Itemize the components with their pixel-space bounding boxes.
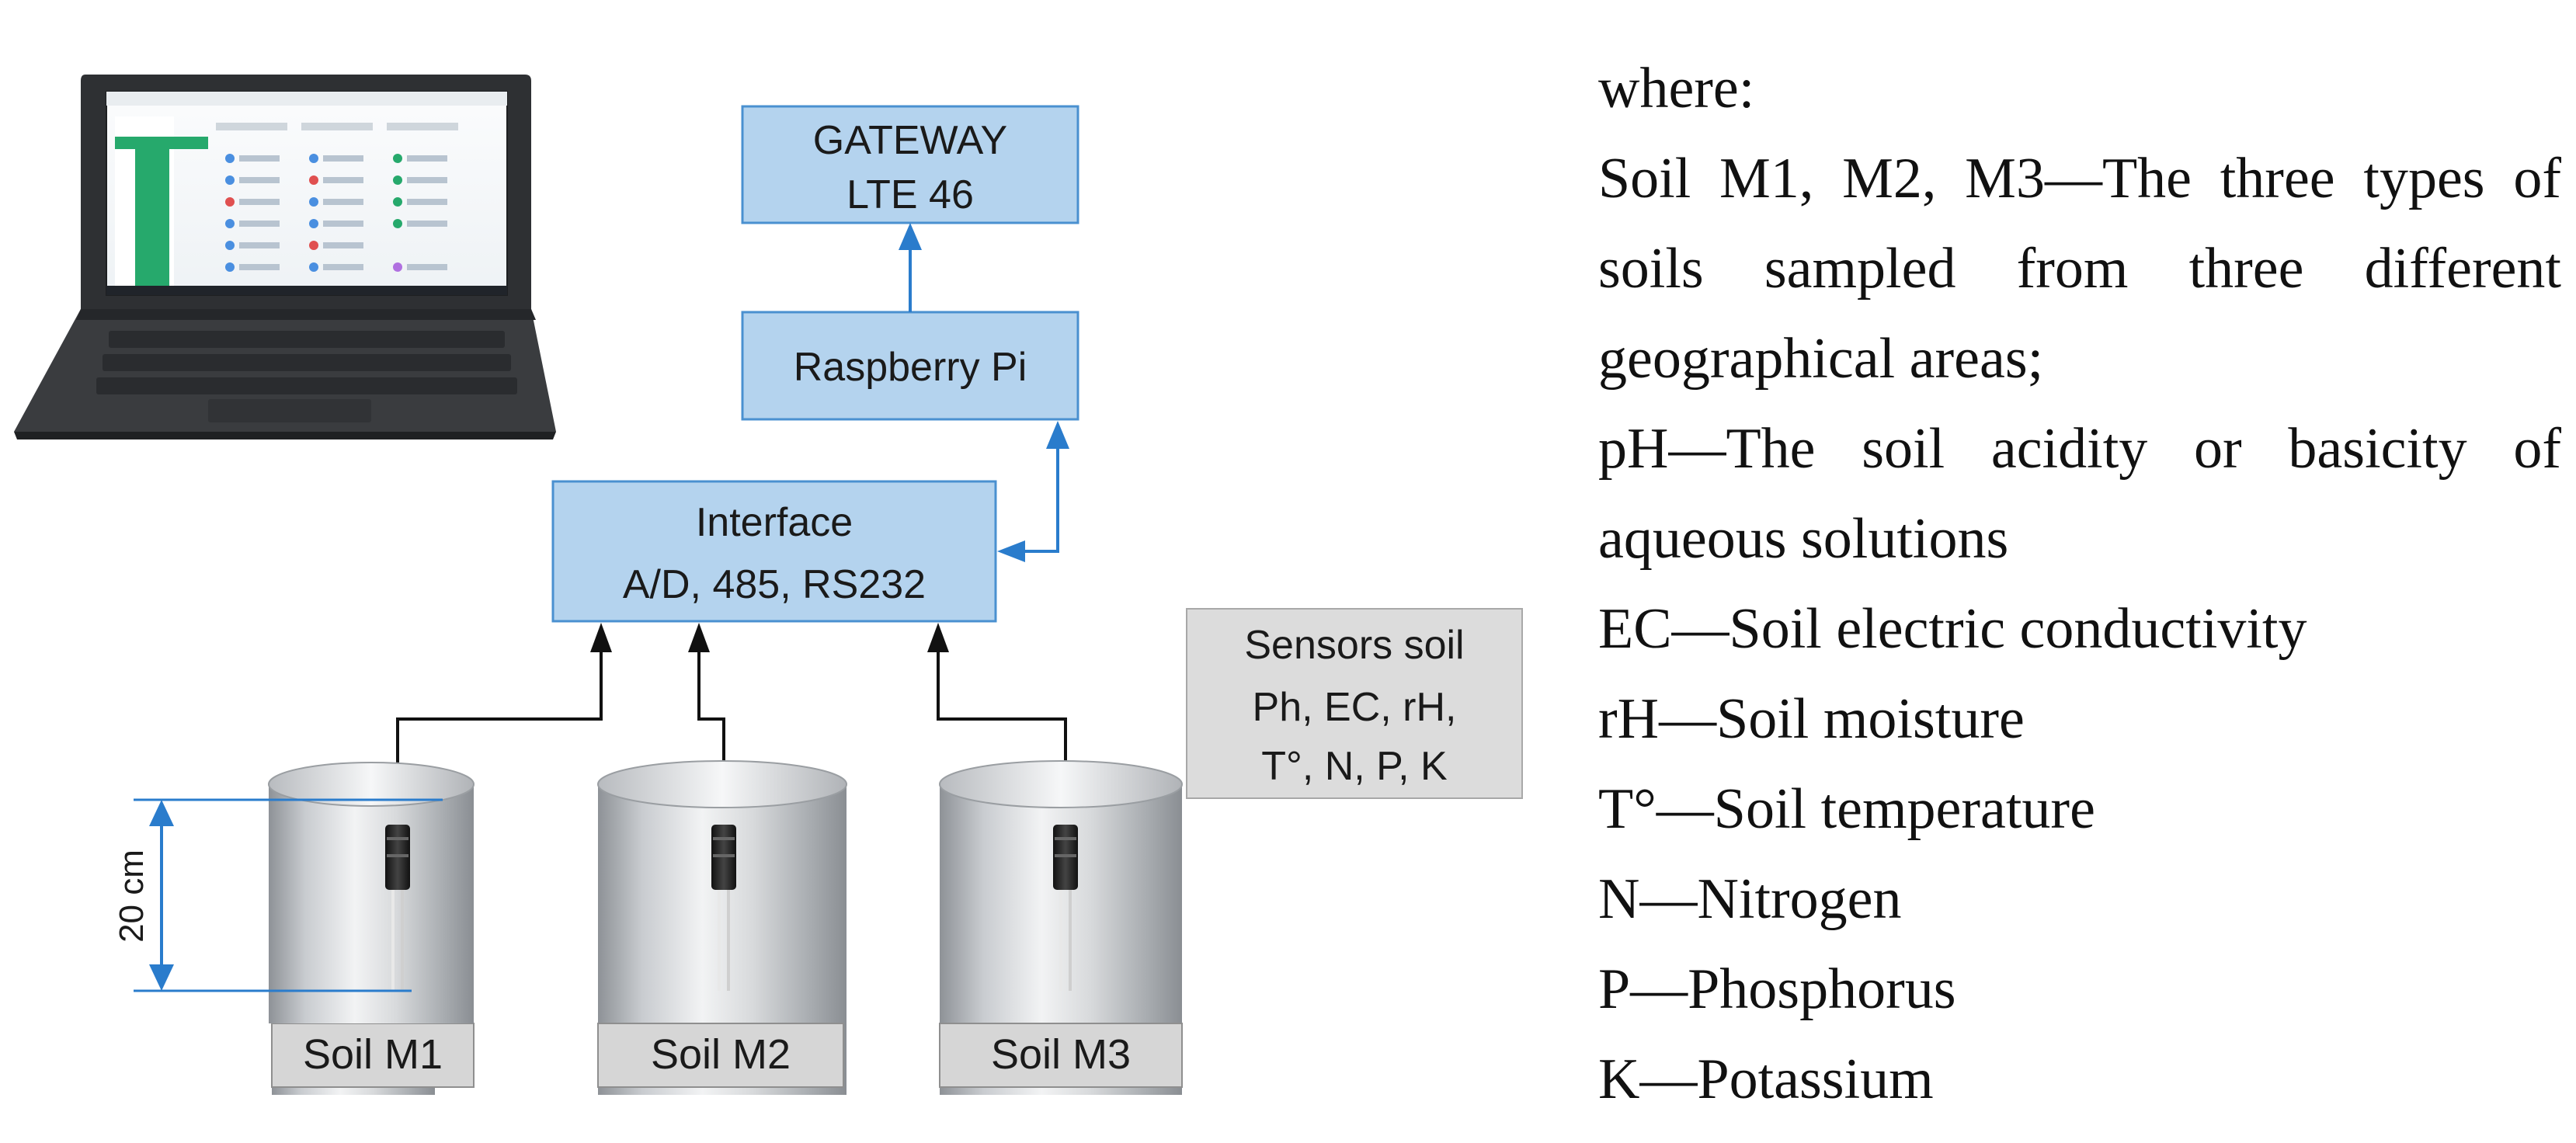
legend-item-ec: EC—Soil electric conductivity — [1598, 597, 2307, 661]
legend: where: Soil M1, M2, M3—The three types o… — [1598, 43, 2561, 1124]
probe-m3-icon — [1053, 825, 1078, 991]
sensors-title: Sensors soil — [1244, 623, 1464, 668]
legend-intro: where: — [1598, 57, 1755, 120]
legend-item-potassium: K—Potassium — [1598, 1047, 1934, 1111]
probe-m1-icon — [385, 825, 410, 991]
sensors-params-1: Ph, EC, rH, — [1253, 685, 1457, 730]
legend-item-phosphorus: P—Phosphorus — [1598, 957, 1956, 1021]
gateway-model: LTE 46 — [846, 172, 974, 217]
legend-item-nitrogen: N—Nitrogen — [1598, 867, 1902, 931]
sensors-box: Sensors soil Ph, EC, rH, T°, N, P, K — [1186, 608, 1523, 799]
laptop-icon — [14, 75, 556, 439]
depth-indicator: 20 cm — [113, 798, 443, 992]
soil-container-m1-body — [268, 762, 475, 1023]
legend-item-soils: Soil M1, M2, M3—The three types of soils… — [1598, 147, 2561, 391]
depth-label: 20 cm — [113, 849, 151, 943]
legend-item-ph: pH—The soil acidity or basicity of aqueo… — [1598, 417, 2561, 571]
legend-item-rh: rH—Soil moisture — [1598, 687, 2025, 751]
soil-m1-label: Soil M1 — [303, 1031, 443, 1078]
gateway-box: GATEWAY LTE 46 — [741, 105, 1079, 224]
raspberry-pi-label: Raspberry Pi — [794, 345, 1027, 390]
raspberry-pi-box: Raspberry Pi — [741, 311, 1079, 421]
soil-m3-label: Soil M3 — [991, 1031, 1131, 1078]
legend-item-temperature: T°—Soil temperature — [1598, 777, 2095, 841]
interface-ports: A/D, 485, RS232 — [623, 562, 926, 607]
interface-box: Interface A/D, 485, RS232 — [551, 480, 997, 623]
interface-raspberry-link-arrow — [997, 421, 1069, 562]
raspberry-to-gateway-arrow — [899, 223, 922, 312]
soil-m2-label: Soil M2 — [651, 1031, 791, 1078]
probe-m2-icon — [711, 825, 736, 991]
interface-label: Interface — [696, 500, 853, 545]
soil-container-m2: Soil M2 — [597, 760, 847, 1095]
gateway-label: GATEWAY — [813, 118, 1007, 163]
sensors-params-2: T°, N, P, K — [1261, 744, 1448, 789]
